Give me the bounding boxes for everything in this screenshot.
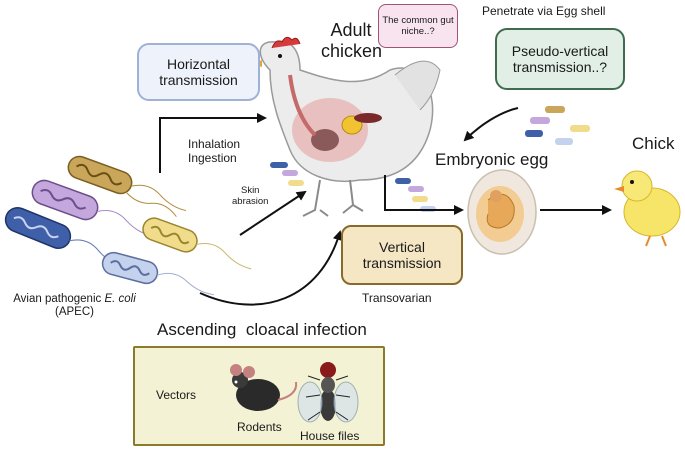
chick-label: Chick [632,134,675,153]
inhalation-arrow [159,113,267,173]
chick-icon [614,170,681,247]
fly-icon [297,362,359,423]
hen-icon [252,36,441,217]
penetrate-label: Penetrate via Egg shell [482,4,606,18]
apec-label: Avian pathogenic E. coli (APEC) [2,293,147,319]
gut-niche-bubble: The common gut niche..? [378,4,458,48]
adult-chicken-label: Adult chicken [321,20,383,61]
ascending-cloacal-label: Ascending cloacal infection [157,320,367,339]
pseudo-vertical-box: Pseudo-vertical transmission..? [495,28,625,90]
egg-embryo-icon [467,169,537,255]
vertical-transmission-box: Vertical transmission [341,225,463,285]
pseudo-vertical-arrow [463,107,519,142]
vectors-label: Vectors [156,388,197,402]
horizontal-transmission-box: Horizontal transmission [137,43,260,101]
vertical-arrow [384,175,464,215]
transovarian-label: Transovarian [362,291,432,305]
apec-species: E. coli [104,293,136,305]
bacteria-icon [4,155,252,296]
rodents-label: Rodents [237,420,282,434]
inhalation-ingestion-label: Inhalation Ingestion [188,137,241,165]
apec-abbrev: (APEC) [55,306,94,319]
embryonic-egg-label: Embryonic egg [435,150,549,169]
house-files-label: House files [300,429,360,443]
mouse-icon [230,364,298,411]
skin-abrasion-arrow [239,190,307,236]
apec-prefix: Avian pathogenic [13,293,105,305]
ascending-arrow [199,230,343,306]
skin-abrasion-label: Skin abrasion [232,185,269,207]
vectors-box [333,346,334,347]
